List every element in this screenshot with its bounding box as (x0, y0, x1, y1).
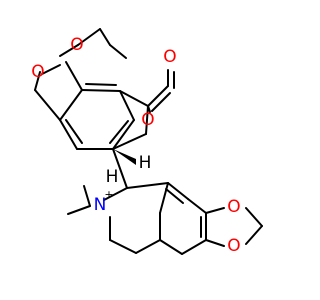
hydrogen-label: H (106, 167, 119, 187)
bond (67, 205, 91, 215)
bond (83, 185, 91, 207)
bond (41, 64, 61, 75)
bond (109, 120, 129, 144)
oxygen-label: O (70, 35, 83, 55)
bond (112, 148, 128, 189)
bond (147, 85, 169, 107)
bond (187, 198, 207, 214)
bond (126, 182, 169, 189)
bond (59, 44, 79, 57)
lower-ring-system (67, 182, 263, 255)
oxygen-label: O (227, 236, 240, 256)
bond (181, 239, 207, 255)
bond (85, 83, 117, 86)
bond (34, 71, 41, 91)
bond (65, 61, 83, 91)
bond (59, 119, 78, 150)
bond (99, 28, 111, 46)
bond (167, 182, 189, 200)
bond (109, 239, 137, 254)
bond (65, 119, 83, 144)
bond (112, 119, 135, 150)
bond (245, 207, 263, 227)
nitrogen-label: N (94, 195, 107, 215)
bond (34, 89, 61, 121)
oxygen-label: O (163, 47, 176, 67)
bond (119, 90, 149, 107)
bond (151, 92, 171, 112)
bond (109, 44, 127, 59)
stereo-bonds (112, 148, 136, 189)
positive-charge: + (104, 188, 113, 201)
bond (103, 187, 128, 201)
bond (159, 239, 183, 255)
molecule-diagram: O O O O H H N + O O (31, 28, 263, 256)
bond (77, 28, 101, 46)
upper-ring-system (34, 28, 175, 150)
bond (135, 239, 161, 254)
bond (205, 207, 225, 214)
atom-labels: O O O O H H N + O O (31, 35, 240, 256)
bond (147, 105, 151, 113)
hydrogen-label: H (139, 153, 152, 173)
bond (112, 133, 147, 150)
oxygen-label: O (31, 62, 44, 82)
wedge-bond (113, 149, 136, 165)
bond (81, 89, 121, 92)
bond (165, 188, 184, 204)
bond (159, 182, 169, 214)
bond (119, 90, 135, 121)
bond (145, 105, 149, 135)
oxygen-label: O (141, 110, 154, 130)
bond (59, 89, 83, 121)
structure-canvas: O O O O H H N + O O (31, 28, 263, 256)
oxygen-label: O (227, 197, 240, 217)
bond (245, 225, 263, 245)
bond (205, 239, 225, 247)
